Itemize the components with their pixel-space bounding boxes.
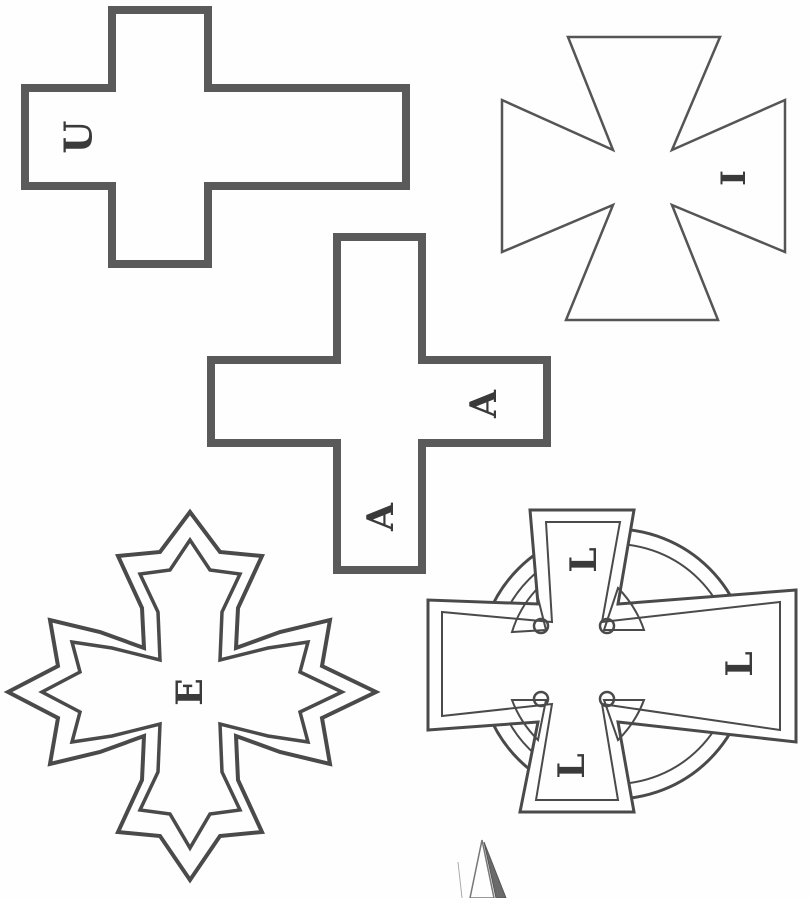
cross-letter: U	[56, 120, 101, 153]
cross-letter: L	[551, 753, 593, 778]
cross-letter: L	[719, 651, 761, 676]
partial-shape-bottom	[458, 840, 506, 898]
cross-letter: E	[169, 678, 211, 705]
pointed-cross: E	[8, 512, 376, 880]
cross-letter: A	[360, 502, 402, 532]
cross-letter: I	[714, 170, 754, 186]
latin-cross-center: A A	[211, 237, 547, 570]
celtic-cross: L L L	[428, 510, 796, 812]
cross-letter: L	[563, 547, 605, 572]
maltese-cross: I	[502, 37, 785, 320]
latin-cross-top-left: U	[25, 10, 406, 264]
cross-letter: A	[463, 389, 505, 419]
